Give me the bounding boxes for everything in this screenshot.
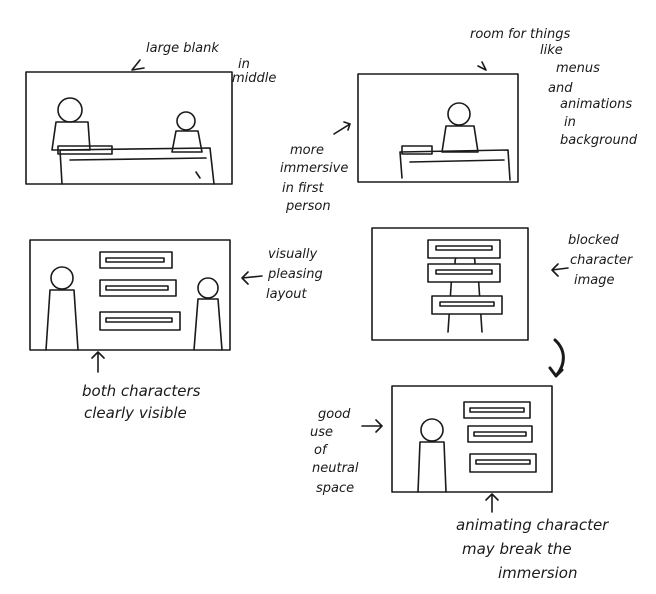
note-both-characters: both characters clearly visible xyxy=(82,382,201,422)
note-line: space xyxy=(316,481,354,496)
note-visually-pleasing: visually pleasing layout xyxy=(266,247,323,302)
note-line: image xyxy=(574,273,615,288)
note-line: animations xyxy=(560,97,632,112)
note-line: room for things xyxy=(470,27,570,42)
dialogue-box-2 xyxy=(427,263,501,283)
character-right-head xyxy=(176,111,196,131)
arrow-large-blank xyxy=(131,59,145,71)
dialogue-line-2 xyxy=(105,285,169,291)
note-more-immersive: more immersive in first person xyxy=(280,143,348,214)
note-line: like xyxy=(540,43,563,58)
arrow-both-characters xyxy=(91,351,105,373)
character-left-head xyxy=(50,266,74,290)
note-line: both characters xyxy=(82,382,201,400)
dialogue-box-3 xyxy=(469,453,537,473)
desk-object xyxy=(57,145,113,155)
note-line: background xyxy=(560,133,638,148)
character-left-body xyxy=(45,289,79,351)
dialogue-box-2 xyxy=(99,279,177,297)
character-body xyxy=(417,441,447,493)
frame-first-person xyxy=(357,73,519,183)
desk xyxy=(399,149,511,181)
dialogue-line-3 xyxy=(439,301,495,307)
note-line: of xyxy=(314,443,329,458)
dialogue-box-2 xyxy=(467,425,533,443)
note-line: use xyxy=(310,425,333,440)
character-body xyxy=(441,125,479,153)
note-line: pleasing xyxy=(267,267,323,282)
character-head xyxy=(447,102,471,126)
dialogue-line-3 xyxy=(475,459,531,465)
note-line: character xyxy=(570,253,634,268)
note-line: in xyxy=(238,57,250,72)
frame-neutral-space xyxy=(391,385,553,493)
note-line: in xyxy=(564,115,576,130)
note-good-use: good use of neutral space xyxy=(310,407,359,496)
character-head xyxy=(420,418,444,442)
note-line: layout xyxy=(266,287,307,302)
note-line: clearly visible xyxy=(84,404,187,422)
dialogue-box-3 xyxy=(99,311,181,331)
note-line: good xyxy=(318,407,351,422)
frame-blocked-character xyxy=(371,227,529,341)
note-line: menus xyxy=(556,61,600,76)
note-line: more xyxy=(290,143,324,158)
dialogue-box-3 xyxy=(431,295,503,315)
dialogue-line-1 xyxy=(469,407,525,413)
dialogue-line-1 xyxy=(435,245,493,251)
note-line: and xyxy=(548,81,573,96)
arrow-down-transition xyxy=(548,338,565,378)
dialogue-box-1 xyxy=(99,251,173,269)
dialogue-box-1 xyxy=(463,401,531,419)
frame-dialogue-two-characters xyxy=(29,239,231,351)
arrow-visually-pleasing xyxy=(241,271,263,285)
dialogue-line-2 xyxy=(435,269,493,275)
arrow-animating-character xyxy=(485,493,499,513)
note-blocked-character: blocked character image xyxy=(568,233,634,288)
frame-two-characters-desk xyxy=(25,71,233,185)
desk-object xyxy=(401,145,433,155)
note-line: immersive xyxy=(280,161,348,176)
arrow-blocked-character xyxy=(551,263,569,277)
note-line: in first xyxy=(282,181,324,196)
note-line: large blank xyxy=(146,41,219,56)
note-line: visually xyxy=(268,247,318,262)
arrow-more-immersive xyxy=(333,121,351,135)
character-right-head xyxy=(197,277,219,299)
note-line: may break the xyxy=(462,540,572,558)
note-line: middle xyxy=(232,71,276,86)
dialogue-line-1 xyxy=(105,257,165,263)
note-line: blocked xyxy=(568,233,619,248)
character-left-head xyxy=(57,97,83,123)
note-animating-character: animating character may break the immers… xyxy=(456,516,609,582)
character-right-body xyxy=(171,130,203,153)
note-room-for-things: room for things like menus and animation… xyxy=(470,27,638,148)
dialogue-line-2 xyxy=(473,431,527,437)
note-line: person xyxy=(285,199,331,214)
desk xyxy=(59,147,215,185)
arrow-room-for-things xyxy=(477,61,487,71)
dialogue-box-1 xyxy=(427,239,501,259)
character-right-body xyxy=(193,298,223,351)
annotation-arrows xyxy=(91,59,569,513)
note-line: immersion xyxy=(498,564,577,582)
desk-mark xyxy=(195,171,201,179)
note-large-blank: large blank in middle xyxy=(146,41,276,86)
dialogue-line-3 xyxy=(105,317,173,323)
arrow-good-use xyxy=(361,419,383,433)
note-line: animating character xyxy=(456,516,609,534)
note-line: neutral xyxy=(312,461,359,476)
